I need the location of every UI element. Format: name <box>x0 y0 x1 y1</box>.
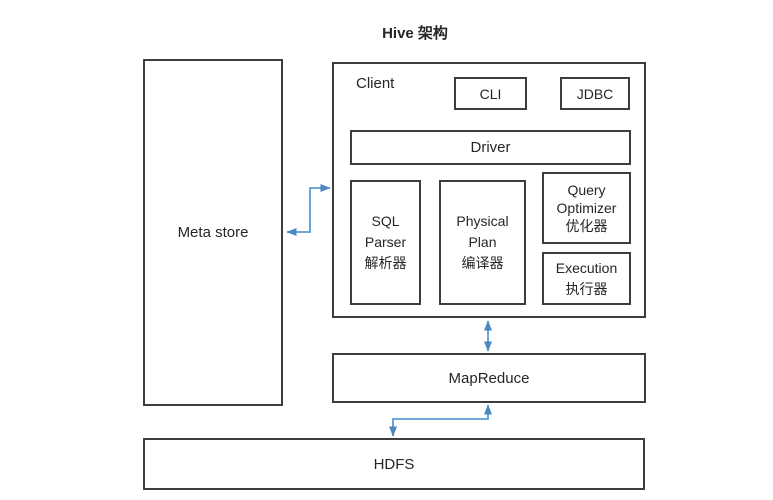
node-query-optimizer: Query Optimizer 优化器 <box>542 172 631 244</box>
node-client-label: Client <box>356 75 395 92</box>
node-query-optimizer-label: Query Optimizer 优化器 <box>556 181 617 235</box>
node-physical-plan: Physical Plan 编译器 <box>439 180 526 305</box>
node-jdbc: JDBC <box>560 77 630 110</box>
node-jdbc-label: JDBC <box>576 85 614 102</box>
node-hdfs: HDFS <box>143 438 645 490</box>
node-cli-label: CLI <box>479 85 502 102</box>
diagram-title: Hive 架构 <box>382 25 448 42</box>
node-mapreduce: MapReduce <box>332 353 646 403</box>
node-execution: Execution 执行器 <box>542 252 631 305</box>
node-mapreduce-label: MapReduce <box>448 369 530 387</box>
node-hdfs-label: HDFS <box>373 455 415 473</box>
mapreduce-hdfs-arrow <box>389 404 492 437</box>
node-physical-plan-label: Physical Plan 编译器 <box>456 213 509 271</box>
node-meta-store-label: Meta store <box>177 224 249 241</box>
node-driver: Driver <box>350 130 631 165</box>
node-sql-parser: SQL Parser 解析器 <box>350 180 421 305</box>
node-execution-label: Execution 执行器 <box>555 260 618 297</box>
metastore-client-arrow <box>286 184 331 236</box>
node-sql-parser-label: SQL Parser 解析器 <box>364 213 407 271</box>
node-driver-label: Driver <box>470 139 511 156</box>
node-client: Client CLI JDBC Driver SQL Parser 解析器 Ph… <box>332 62 646 318</box>
node-meta-store: Meta store <box>143 59 283 406</box>
node-cli: CLI <box>454 77 527 110</box>
